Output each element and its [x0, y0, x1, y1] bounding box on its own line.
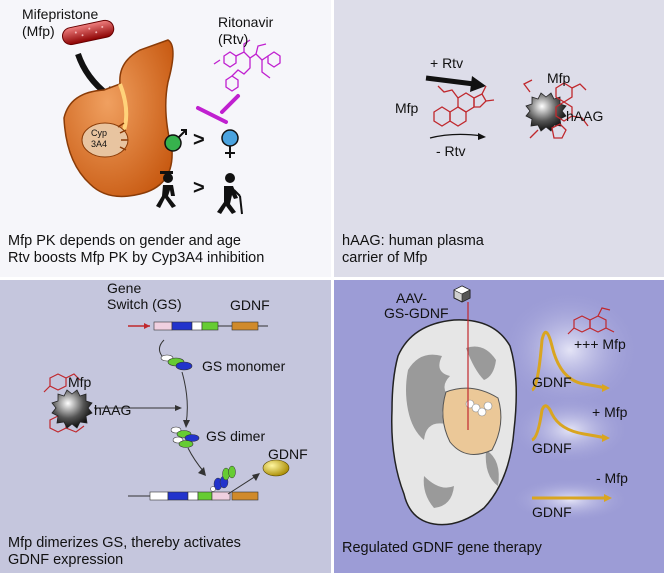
- mfp-free-label: Mfp: [395, 100, 419, 116]
- age-greater-than: >: [193, 177, 205, 199]
- haag-protein-icon: [525, 92, 567, 132]
- panel1-caption-line2: Rtv boosts Mfp PK by Cyp3A4 inhibition: [8, 250, 265, 266]
- minus-rtv-arrow: [429, 133, 486, 140]
- haag-protein-icon: [51, 389, 93, 429]
- gdnf-expression-curves: [531, 330, 607, 500]
- gene-switch-label-line2: Switch (GS): [107, 296, 182, 312]
- mfp-abbrev-label: (Mfp): [22, 23, 55, 39]
- mid-mfp-curve: [531, 404, 607, 442]
- child-walking-icon: [156, 171, 176, 208]
- panel2-caption-line2: carrier of Mfp: [342, 250, 428, 266]
- rtv-abbrev-label: (Rtv): [218, 31, 249, 47]
- gender-greater-than: >: [193, 129, 205, 151]
- haag-label: hAAG: [94, 402, 132, 418]
- panel1-graphics: [61, 19, 281, 215]
- gs-dimer-label: GS dimer: [206, 428, 266, 444]
- minus-rtv-label: - Rtv: [436, 143, 466, 159]
- panel4-caption: Regulated GDNF gene therapy: [342, 540, 542, 556]
- panel-pk-gender-age: Mifepristone (Mfp) Ritonavir (Rtv) Cyp 3…: [0, 0, 331, 277]
- aav-particle-icon: [453, 285, 471, 303]
- liver-icon: [63, 39, 174, 198]
- panel3-caption-line1: Mfp dimerizes GS, thereby activates: [8, 535, 241, 551]
- high-mfp-label: +++ Mfp: [574, 336, 626, 352]
- aav-label-line1: AAV-: [396, 290, 427, 306]
- activated-construct: [128, 465, 260, 501]
- mfp-structure-icon: [433, 85, 495, 127]
- inhibition-icon: [196, 94, 240, 124]
- gs-dimer-icon: [170, 426, 200, 448]
- female-symbol-icon: [221, 129, 239, 158]
- panel1-caption-line1: Mfp PK depends on gender and age: [8, 233, 241, 249]
- brain-section-icon: [391, 319, 517, 526]
- no-mfp-label: - Mfp: [596, 470, 628, 486]
- bound-mfp-structure-icon: [523, 79, 589, 139]
- mid-mfp-label: + Mfp: [592, 404, 628, 420]
- gdnf-mid-label: GDNF: [532, 440, 572, 456]
- panel2-graphics: [425, 75, 589, 140]
- gdnf-none-label: GDNF: [532, 504, 572, 520]
- gene-switch-construct: [128, 321, 268, 331]
- mfp-bound-label: Mfp: [547, 70, 571, 86]
- gdnf-protein-icon: [262, 459, 290, 477]
- gs-monomer-label: GS monomer: [202, 358, 286, 374]
- panel3-caption-line2: GDNF expression: [8, 552, 124, 568]
- panel-gene-therapy: AAV- GS-GDNF +++ Mfp + Mfp - Mfp GDNF GD…: [334, 280, 664, 573]
- high-mfp-curve: [531, 330, 607, 392]
- ritonavir-label: Ritonavir: [218, 14, 274, 30]
- mfp-label: Mfp: [68, 374, 92, 390]
- plus-rtv-label: + Rtv: [430, 55, 464, 71]
- mifepristone-label: Mifepristone: [22, 6, 99, 22]
- ritonavir-structure-icon: [213, 39, 281, 92]
- gdnf-high-label: GDNF: [532, 374, 572, 390]
- gdnf-gene-label: GDNF: [230, 297, 270, 313]
- aav-label-line2: GS-GDNF: [384, 305, 449, 321]
- male-symbol-icon: [164, 129, 187, 152]
- gs-monomer-icon: [160, 354, 193, 371]
- panel4-graphics: [391, 285, 640, 526]
- cyp-3a4-label: 3A4: [91, 139, 108, 149]
- mfp-structure-icon: [567, 307, 615, 335]
- capsule-icon: [61, 19, 115, 46]
- panel3-graphics: [43, 321, 290, 501]
- plus-rtv-arrow: [425, 75, 486, 92]
- gdnf-protein-label: GDNF: [268, 446, 308, 462]
- gene-switch-label-line1: Gene: [107, 280, 142, 296]
- elderly-walking-icon: [217, 173, 243, 215]
- panel2-caption-line1: hAAG: human plasma: [342, 233, 484, 249]
- panel-gene-switch: Gene Switch (GS) GDNF GS monomer Mfp hAA…: [0, 280, 331, 573]
- haag-label: hAAG: [566, 108, 604, 124]
- panel-haag-carrier: + Rtv - Rtv Mfp Mfp hAAG hAAG: human pla…: [334, 0, 664, 277]
- cyp-label: Cyp: [91, 128, 108, 138]
